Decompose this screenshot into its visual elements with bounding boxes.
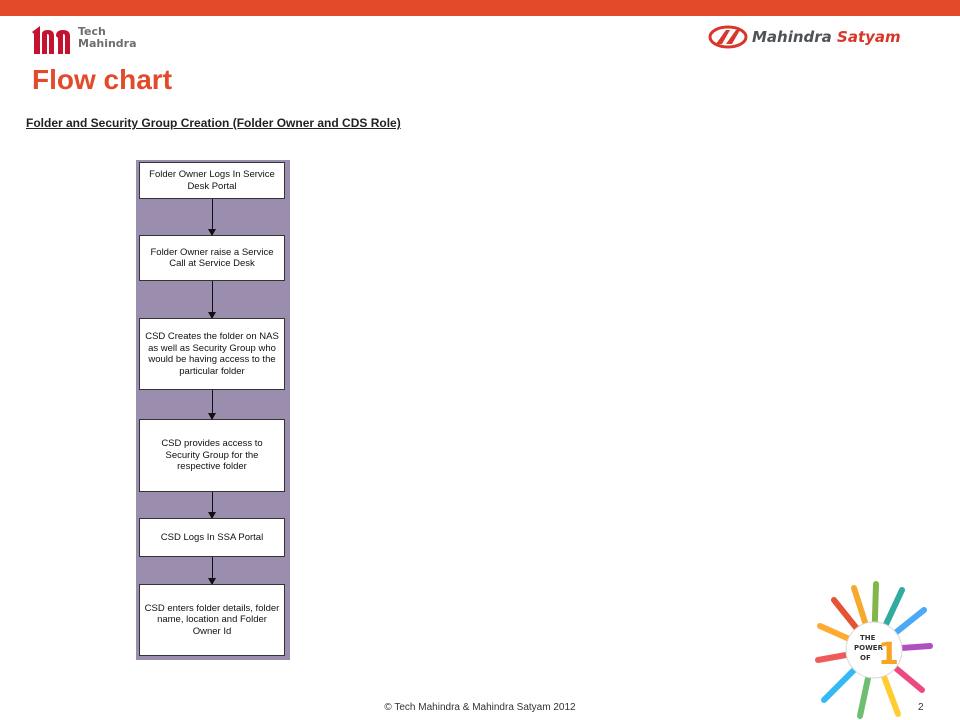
badge-numeral: 1 bbox=[878, 637, 899, 672]
tech-mahindra-logo: Tech Mahindra bbox=[30, 22, 160, 58]
flow-arrow-1 bbox=[208, 199, 216, 236]
flow-step-4: CSD provides access to Security Group fo… bbox=[139, 419, 285, 492]
footer-copyright: © Tech Mahindra & Mahindra Satyam 2012 bbox=[384, 702, 576, 713]
flow-step-2: Folder Owner raise a Service Call at Ser… bbox=[139, 235, 285, 281]
flow-arrow-5 bbox=[208, 557, 216, 585]
flow-step-1: Folder Owner Logs In Service Desk Portal bbox=[139, 162, 285, 199]
mahindra-satyam-wordmark: Mahindra Satyam bbox=[752, 28, 901, 46]
page-number: 2 bbox=[918, 702, 924, 713]
flowchart-swimlane: Folder Owner Logs In Service Desk Portal… bbox=[136, 160, 290, 660]
badge-line-3: OF bbox=[860, 654, 871, 662]
mahindra-swoosh-icon bbox=[708, 25, 748, 49]
top-accent-bar bbox=[0, 0, 960, 16]
badge-line-1: THE bbox=[860, 634, 876, 642]
badge-line-2: POWER bbox=[854, 644, 884, 652]
tech-mahindra-wordmark: Tech Mahindra bbox=[78, 25, 137, 50]
flow-step-3: CSD Creates the folder on NAS as well as… bbox=[139, 318, 285, 390]
power-of-one-badge: THE POWER OF 1 bbox=[815, 581, 933, 719]
tm-monogram-icon bbox=[32, 26, 70, 54]
flow-arrow-4 bbox=[208, 492, 216, 519]
mahindra-satyam-logo: Mahindra Satyam bbox=[708, 24, 938, 50]
flow-step-5: CSD Logs In SSA Portal bbox=[139, 518, 285, 557]
flow-arrow-2 bbox=[208, 281, 216, 319]
flow-subtitle: Folder and Security Group Creation (Fold… bbox=[26, 116, 401, 130]
flow-arrow-3 bbox=[208, 390, 216, 420]
page-title: Flow chart bbox=[32, 64, 173, 95]
flow-step-6: CSD enters folder details, folder name, … bbox=[139, 584, 285, 656]
